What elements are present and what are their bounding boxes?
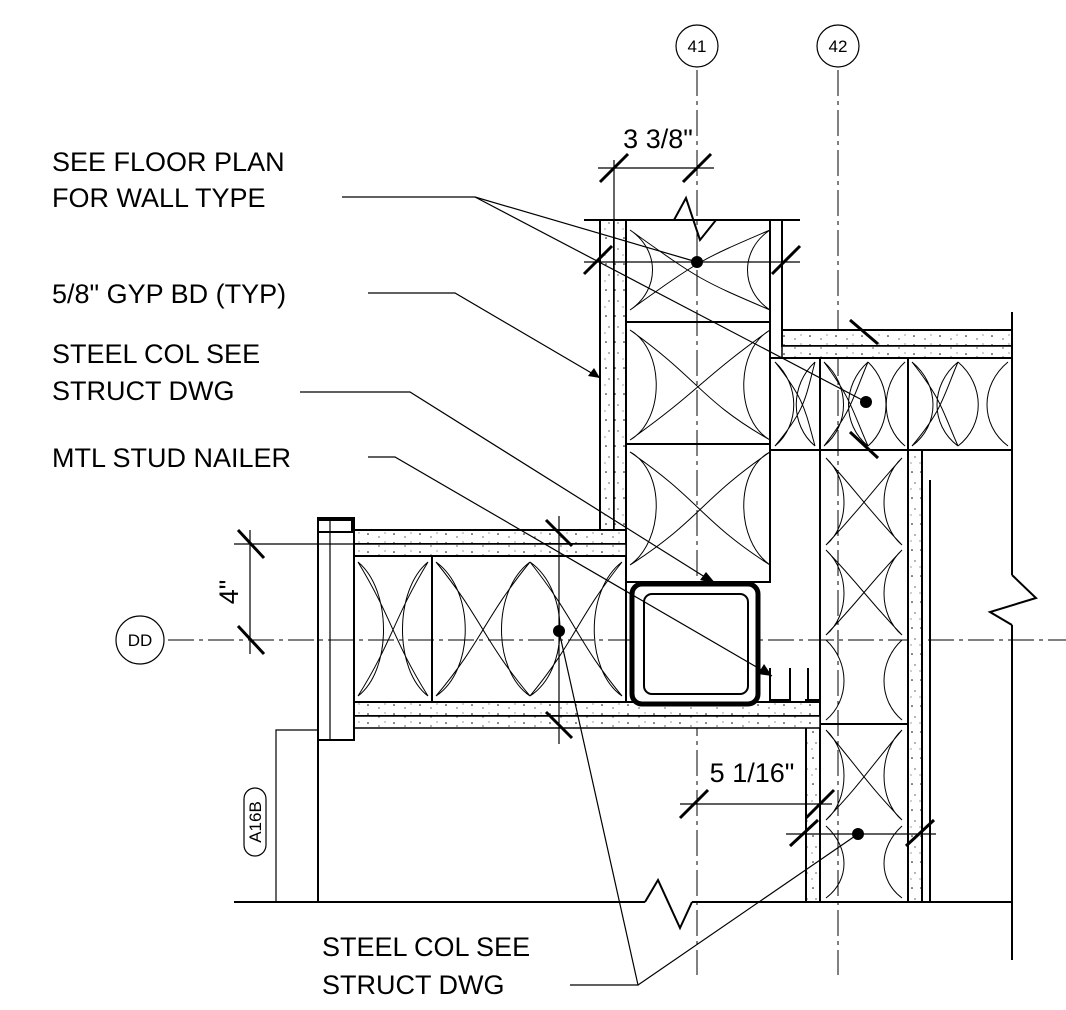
lower-wall [317, 517, 821, 741]
dim-label-left: 4" [214, 580, 244, 605]
upper-wall [584, 195, 800, 583]
note-wall-type-line1: SEE FLOOR PLAN [52, 147, 285, 177]
dimension-left: 4" [214, 528, 354, 656]
steel-column [629, 581, 761, 707]
grid-lines [168, 70, 1066, 975]
note-steel-col-lower-line1: STEEL COL SEE [322, 932, 530, 962]
section-tag: A16B [243, 787, 267, 857]
lower-wall-gyp-top [353, 529, 627, 545]
far-right-wall [987, 312, 1038, 960]
note-wall-type: SEE FLOOR PLAN FOR WALL TYPE [52, 147, 285, 213]
grid-label-42: 42 [829, 37, 848, 56]
grid-bubble-dd: DD [115, 615, 165, 665]
upper-wall-gyp [599, 219, 615, 541]
note-stud-nailer: MTL STUD NAILER [52, 443, 291, 473]
dimension-top: 3 3/8" [582, 124, 802, 276]
grid-bubble-41: 41 [675, 24, 719, 68]
section-tag-label: A16B [246, 801, 265, 843]
note-steel-col-lower-line2: STRUCT DWG [322, 970, 505, 1000]
dim-label-right: 5 1/16" [710, 758, 795, 788]
note-wall-type-line2: FOR WALL TYPE [52, 183, 266, 213]
upper-right-wall [769, 329, 1013, 451]
bottom-wall-line [234, 729, 1012, 931]
upper-wall-gyp-inner [613, 219, 627, 541]
right-wall-gyp [805, 699, 821, 903]
grid-label-41: 41 [688, 37, 707, 56]
dimension-right: 5 1/16" [678, 758, 936, 848]
right-wall [805, 449, 931, 903]
upper-right-wall-gyp [781, 329, 1013, 347]
leaders [300, 196, 867, 986]
note-steel-col-lower: STEEL COL SEE STRUCT DWG [322, 932, 530, 1000]
grid-bubble-42: 42 [816, 24, 860, 68]
dim-label-top: 3 3/8" [623, 124, 693, 154]
stud-nailer [769, 668, 820, 701]
note-steel-col-upper-line2: STRUCT DWG [52, 376, 235, 406]
note-steel-col-upper: STEEL COL SEE STRUCT DWG [52, 339, 260, 406]
note-steel-col-upper-line1: STEEL COL SEE [52, 339, 260, 369]
note-gyp-bd: 5/8" GYP BD (TYP) [52, 279, 286, 309]
steel-column-outline [629, 581, 761, 707]
grid-label-dd: DD [128, 631, 153, 650]
